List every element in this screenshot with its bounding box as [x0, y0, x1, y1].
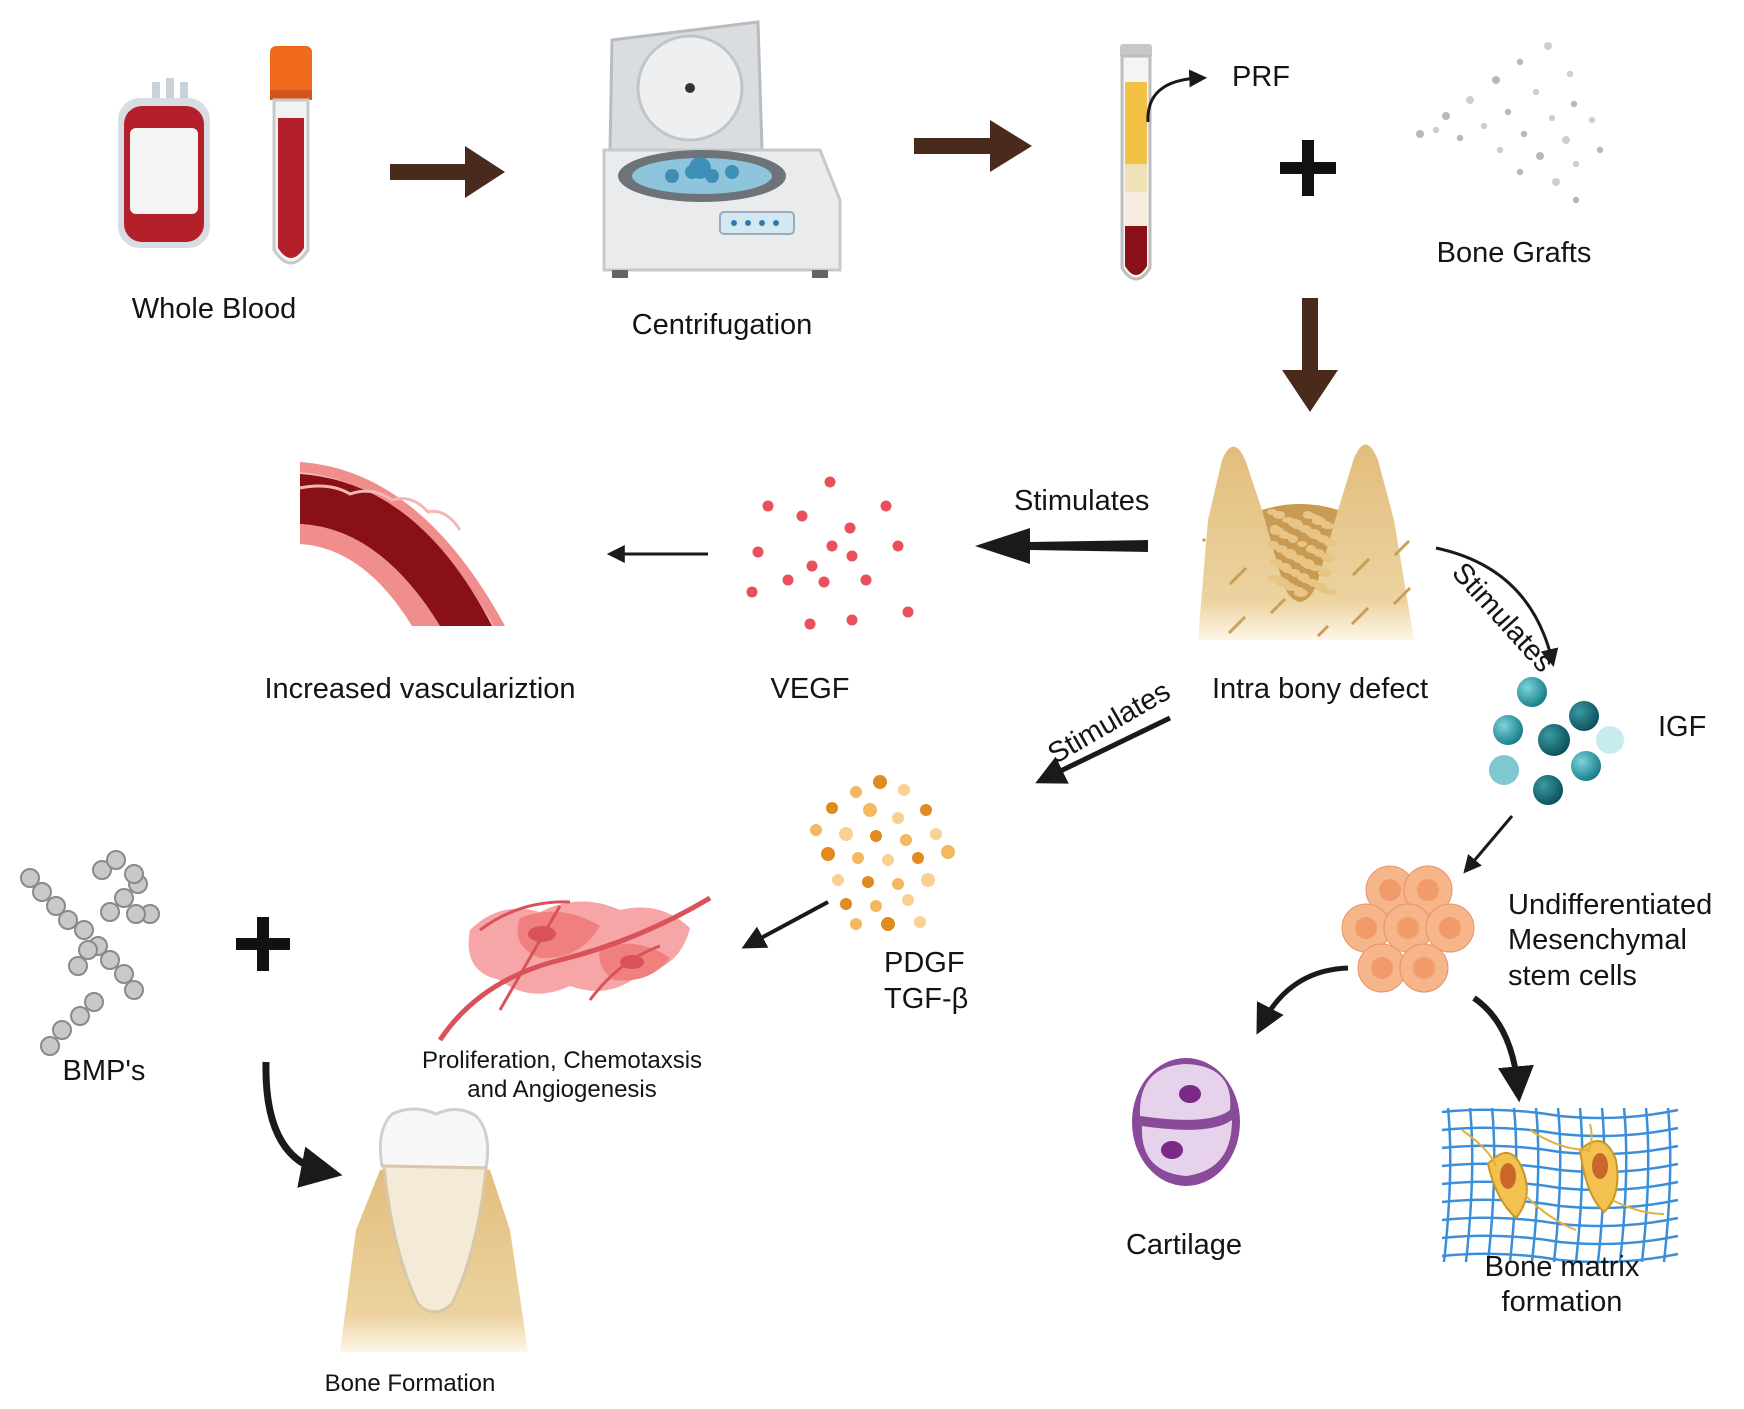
- vegf-dots-icon: [746, 476, 914, 630]
- pdgf-tgf-dots-icon: [810, 775, 955, 931]
- intra-bony-defect-icon: [1198, 444, 1414, 640]
- bone-formation-label: Bone Formation: [324, 1370, 496, 1397]
- blood-vessel-icon: [299, 462, 505, 626]
- bmps-label: BMP's: [62, 1055, 146, 1087]
- vegf-label: VEGF: [770, 673, 850, 705]
- stimulates-left-label: Stimulates: [1014, 485, 1150, 517]
- prf-tube-icon: [1120, 44, 1152, 281]
- bone-grafts-label: Bone Grafts: [1436, 237, 1592, 269]
- stem-to-cartilage-arrow: [1256, 965, 1349, 1035]
- increased-vascularization-label: Increased vasculariztion: [264, 673, 576, 705]
- cartilage-icon: [1132, 1058, 1240, 1186]
- flow-arrow-2: [914, 120, 1032, 172]
- pdgf-label: PDGF: [884, 947, 965, 979]
- bone-grafts-particles-icon: [1416, 42, 1604, 204]
- centrifuge-icon: [602, 20, 842, 278]
- whole-blood-label: Whole Blood: [131, 293, 297, 325]
- stimulates-left-arrow: [975, 528, 1148, 564]
- intra-bony-defect-label: Intra bony defect: [1211, 673, 1429, 705]
- centrifugation-label: Centrifugation: [631, 309, 813, 341]
- pdgf-to-proliferation-arrow: [741, 900, 829, 949]
- igf-molecules-icon: [1489, 677, 1624, 805]
- bone-matrix-icon: [1441, 1107, 1679, 1264]
- tgf-beta-label: TGF-β: [884, 983, 969, 1015]
- bmps-molecule-icon: [20, 850, 160, 1056]
- stem-to-bone-matrix-arrow: [1472, 995, 1534, 1103]
- stem-cells-icon: [1341, 865, 1475, 993]
- stem-cells-label: Undifferentiated Mesenchymal stem cells: [1508, 889, 1713, 992]
- stimulates-down-arrow: [1035, 715, 1172, 784]
- cartilage-label: Cartilage: [1125, 1229, 1243, 1261]
- igf-to-stem-cells-arrow: [1463, 815, 1514, 874]
- blood-tube-icon: [270, 46, 312, 265]
- flow-arrow-down: [1282, 298, 1338, 412]
- prf-label: PRF: [1232, 61, 1290, 93]
- blood-bag-icon: [118, 78, 210, 248]
- proliferation-cells-icon: [437, 895, 712, 1042]
- prf-pointer-arrow: [1146, 69, 1208, 123]
- stimulates-right-arrow: [1435, 546, 1559, 668]
- bmps-to-bone-formation-arrow: [262, 1061, 343, 1188]
- bone-matrix-label: Bone matrix formation: [1484, 1251, 1640, 1319]
- flow-arrow-1: [390, 146, 505, 198]
- tooth-bone-formation-icon: [340, 1107, 528, 1352]
- plus-icon-bottom: [236, 917, 290, 971]
- igf-label: IGF: [1658, 711, 1707, 743]
- plus-icon-top: [1280, 140, 1336, 196]
- proliferation-label: Proliferation, Chemotaxsis and Angiogene…: [421, 1047, 703, 1104]
